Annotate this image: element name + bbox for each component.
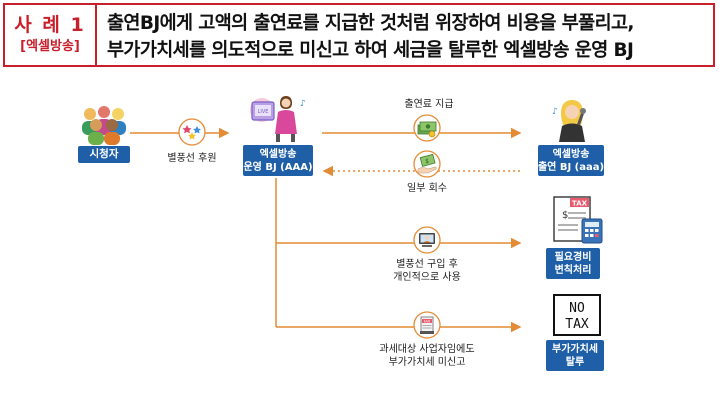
- svg-text:♪: ♪: [552, 107, 558, 117]
- singer-icon: ♪: [552, 100, 586, 142]
- money-stack-icon: [413, 114, 441, 142]
- case-description: 출연BJ에게 고액의 출연료를 지급한 것처럼 위장하여 비용을 부풀리고, 부…: [97, 5, 713, 65]
- expense-label-line-1: 필요경비: [554, 251, 592, 263]
- operator-label-line-1: 엑셀방송: [259, 148, 297, 160]
- case-title: 사 례 1: [14, 14, 86, 36]
- performer-label-line-1: 엑셀방송: [552, 148, 590, 160]
- star-balloon-icon: [178, 118, 206, 146]
- computer-user-icon: [413, 226, 441, 254]
- performer-label-line-2: 출연 BJ (aaa): [537, 161, 605, 173]
- case-subtitle: [엑셀방송]: [20, 39, 80, 54]
- tax-doc-label: TAX: [572, 200, 588, 208]
- viewers-label: 시청자: [89, 148, 119, 160]
- vat-label-line-2: 탈루: [565, 356, 585, 368]
- vat-unreported-label: 과세대상 사업자임에도 부가가치세 미신고: [360, 343, 494, 369]
- expense-node: 필요경비 변칙처리: [546, 248, 600, 279]
- performer-node: 엑셀방송 출연 BJ (aaa): [538, 145, 604, 176]
- personal-use-label-line-1: 별풍선 구입 후: [396, 259, 458, 270]
- viewers-crowd-icon: [82, 106, 126, 145]
- fee-payment-label: 출연료 지급: [404, 99, 454, 110]
- operator-label-line-2: 운영 BJ (AAA): [243, 161, 313, 173]
- no-tax-sign-icon: NO TAX: [553, 294, 601, 336]
- personal-use-label-line-2: 개인적으로 사용: [393, 272, 461, 283]
- vat-node: 부가가치세 탈루: [546, 340, 604, 371]
- viewers-node: 시청자: [78, 146, 130, 163]
- partial-return-label: 일부 회수: [407, 183, 447, 194]
- broadcaster-icon: LIVE ♪: [250, 96, 306, 142]
- fax-document-icon: FAX: [413, 311, 441, 339]
- svg-text:$: $: [562, 210, 568, 221]
- tax-calculator-icon: TAX $: [553, 196, 603, 244]
- case-description-line-2: 부가가치세를 의도적으로 미신고 하여 세금을 탈루한 엑셀방송 운영 BJ: [107, 40, 634, 61]
- sponsor-label: 별풍선 후원: [167, 153, 217, 164]
- no-tax-line-2: TAX: [565, 317, 589, 332]
- vat-label-line-1: 부가가치세: [552, 343, 598, 355]
- vat-unreported-label-line-2: 부가가치세 미신고: [388, 357, 466, 368]
- svg-text:♪: ♪: [300, 99, 306, 109]
- case-number-box: 사 례 1 [엑셀방송]: [5, 5, 97, 65]
- operator-node: 엑셀방송 운영 BJ (AAA): [243, 145, 313, 176]
- case-header: 사 례 1 [엑셀방송] 출연BJ에게 고액의 출연료를 지급한 것처럼 위장하…: [3, 3, 715, 67]
- expense-label-line-2: 변칙처리: [554, 264, 592, 276]
- case-description-line-1: 출연BJ에게 고액의 출연료를 지급한 것처럼 위장하여 비용을 부풀리고,: [107, 13, 634, 34]
- money-symbol: $: [425, 158, 429, 165]
- cash-hand-icon: $: [413, 150, 441, 178]
- vat-unreported-label-line-1: 과세대상 사업자임에도: [379, 344, 475, 355]
- no-tax-line-1: NO: [569, 301, 585, 316]
- fax-doc-label: FAX: [424, 319, 431, 323]
- personal-use-label: 별풍선 구입 후 개인적으로 사용: [374, 258, 480, 284]
- svg-text:LIVE: LIVE: [258, 109, 269, 115]
